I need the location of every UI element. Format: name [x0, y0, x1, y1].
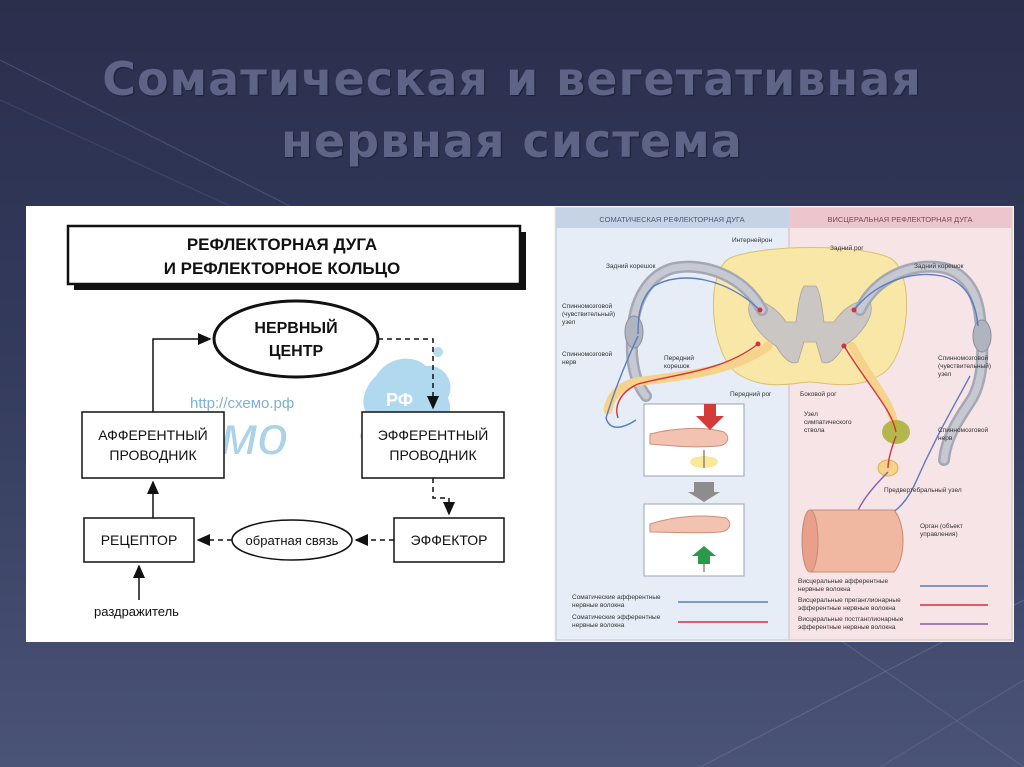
label-spinal-ganglion-left-2: (чувствительный) [562, 310, 615, 318]
label-spinal-ganglion-right-2: (чувствительный) [938, 362, 991, 370]
efferent-line2: ПРОВОДНИК [389, 447, 477, 463]
watermark-rf: РФ [386, 390, 413, 410]
slide-title-line2: нервная система [281, 114, 743, 168]
legend-item: Висцеральные преганглионарные эфферентны… [798, 597, 988, 612]
label-spinal-nerve-right-2: нерв [938, 435, 953, 442]
legend-item: Висцеральные афферентные нервные волокна [798, 578, 988, 593]
afferent-line2: ПРОВОДНИК [109, 447, 197, 463]
feedback-node: обратная связь [231, 519, 353, 561]
efferent-conductor-node: ЭФФЕРЕНТНЫЙ ПРОВОДНИК [361, 411, 505, 479]
label-sympathetic-node-2: симпатического [804, 419, 852, 426]
watermark-url: http://схемо.рф [190, 395, 294, 412]
arrow-afferent-center [152, 333, 212, 412]
visceral-nerve [841, 260, 992, 517]
header-line2: И РЕФЛЕКТОРНОЕ КОЛЬЦО [164, 259, 401, 278]
label-organ-2: управления) [920, 531, 958, 538]
reflex-header-box: РЕФЛЕКТОРНАЯ ДУГА И РЕФЛЕКТОРНОЕ КОЛЬЦО [66, 224, 526, 290]
visceral-header-bar [789, 208, 1012, 228]
label-dorsal-root-left: Задний корешок [606, 262, 656, 270]
center-line2: ЦЕНТР [269, 343, 324, 360]
svg-text:нервные волокна: нервные волокна [572, 622, 625, 629]
somatic-header-bar [556, 208, 789, 228]
legend: Соматические афферентные нервные волокна… [572, 578, 988, 631]
receptor-node: РЕЦЕПТОР [83, 517, 195, 563]
slide-title: Соматическая и вегетативная нервная сист… [0, 48, 1024, 172]
label-spinal-ganglion-left-3: узел [562, 319, 576, 326]
effector-label: ЭФФЕКТОР [411, 532, 488, 548]
effector-node: ЭФФЕКТОР [393, 517, 505, 563]
label-spinal-nerve-right-1: Спинномозговой [938, 426, 988, 434]
label-dorsal-root-right: Задний корешок [914, 262, 964, 270]
label-spinal-ganglion-right-3: узел [938, 371, 952, 378]
label-ventral-horn: Передний рог [730, 390, 772, 398]
label-sympathetic-node-1: Узел [804, 411, 818, 418]
slide-title-line1: Соматическая и вегетативная [102, 52, 922, 106]
label-dorsal-horn: Задний рог [830, 244, 864, 252]
visceral-header: ВИСЦЕРАЛЬНАЯ РЕФЛЕКТОРНАЯ ДУГА [827, 215, 972, 224]
reflex-arc-diagram: РЕФЛЕКТОРНАЯ ДУГА И РЕФЛЕКТОРНОЕ КОЛЬЦО … [26, 206, 554, 642]
svg-text:Висцеральные постганглионарные: Висцеральные постганглионарные [798, 616, 904, 623]
svg-text:Соматические эфферентные: Соматические эфферентные [572, 614, 661, 621]
organ-illustration [801, 509, 904, 573]
finger-stimulus-panel [643, 403, 745, 502]
somatic-nerve [603, 260, 773, 428]
finger-response-panel [643, 503, 745, 577]
somatic-header: СОМАТИЧЕСКАЯ РЕФЛЕКТОРНАЯ ДУГА [599, 215, 744, 224]
svg-text:нервные волокна: нервные волокна [572, 602, 625, 609]
label-sympathetic-node-3: ствола [804, 427, 825, 434]
svg-text:Соматические афферентные: Соматические афферентные [572, 594, 661, 601]
legend-item: Соматические афферентные нервные волокна [572, 594, 768, 609]
svg-text:эфферентные нервные волокна: эфферентные нервные волокна [798, 605, 896, 612]
label-prevertebral-node: Предвертебральный узел [884, 486, 962, 494]
feedback-label: обратная связь [246, 533, 339, 548]
receptor-label: РЕЦЕПТОР [101, 532, 178, 548]
label-spinal-nerve-left-2: нерв [562, 359, 577, 366]
efferent-line1: ЭФФЕРЕНТНЫЙ [378, 426, 489, 443]
arc-arrows [133, 333, 455, 600]
svg-text:Висцеральные афферентные: Висцеральные афферентные [798, 578, 889, 585]
center-line1: НЕРВНЫЙ [254, 318, 337, 337]
legend-item: Соматические эфферентные нервные волокна [572, 614, 768, 629]
anatomy-labels: Интернейрон Задний рог Задний корешок За… [562, 236, 991, 538]
reflex-arc-anatomy: СОМАТИЧЕСКАЯ РЕФЛЕКТОРНАЯ ДУГА ВИСЦЕРАЛЬ… [554, 206, 1014, 642]
label-lateral-horn: Боковой рог [800, 390, 837, 398]
svg-text:эфферентные нервные волокна: эфферентные нервные волокна [798, 624, 896, 631]
arrow-efferent-effector [432, 478, 455, 516]
afferent-conductor-node: АФФЕРЕНТНЫЙ ПРОВОДНИК [81, 411, 225, 479]
arrow-center-efferent [378, 338, 439, 410]
header-line1: РЕФЛЕКТОРНАЯ ДУГА [187, 235, 377, 254]
label-spinal-ganglion-right-1: Спинномозговой [938, 354, 988, 362]
label-organ-1: Орган (объект [920, 522, 963, 530]
svg-text:Висцеральные преганглионарные: Висцеральные преганглионарные [798, 597, 901, 604]
svg-text:нервные волокна: нервные волокна [798, 586, 851, 593]
label-spinal-ganglion-left-1: Спинномозговой [562, 302, 612, 310]
label-ventral-root-2: корешок [664, 363, 690, 370]
legend-item: Висцеральные постганглионарные эфферентн… [798, 616, 988, 631]
afferent-line1: АФФЕРЕНТНЫЙ [98, 426, 207, 443]
label-spinal-nerve-left-1: Спинномозговой [562, 350, 612, 358]
label-ventral-root-1: Передний [664, 354, 694, 362]
stimulus-label: раздражитель [94, 604, 179, 619]
label-interneuron: Интернейрон [732, 236, 772, 244]
nervous-center-node: НЕРВНЫЙ ЦЕНТР [212, 299, 380, 379]
